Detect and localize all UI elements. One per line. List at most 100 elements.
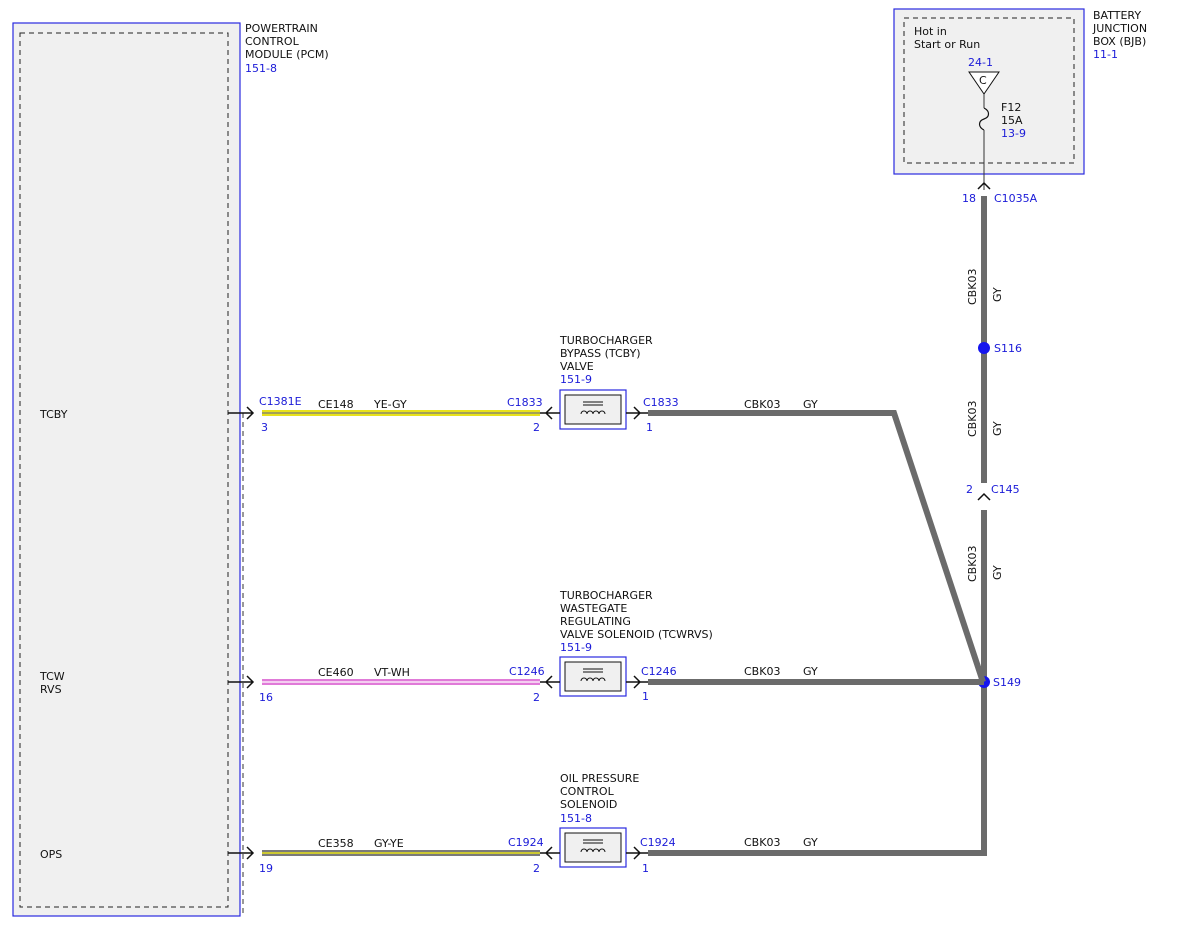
signal-ops-color: GY-YE	[374, 837, 404, 850]
bjb-ref: 11-1	[1093, 48, 1118, 61]
fuse-ref: 13-9	[1001, 127, 1026, 140]
signal-wires: C1381E 3 16 19 CE148 YE-GY CE460 VT-WH C…	[228, 395, 540, 875]
feed-seg1-circuit: CBK03	[966, 269, 979, 305]
pcm-title-2: CONTROL	[245, 35, 300, 48]
pcm-pin-label-ops: OPS	[40, 848, 62, 861]
tcwrvs-box-outer	[559, 656, 627, 697]
solenoid-coil-icon	[580, 668, 606, 682]
ops-out-chevron-icon	[626, 846, 648, 860]
pcm-chevron-ops-icon	[228, 846, 255, 860]
tcby-box-outer	[559, 389, 627, 430]
bjb-out-connector: C1035A	[994, 192, 1038, 205]
feed-seg3-color: GY	[991, 565, 1004, 580]
return-tcwrvs-circuit: CBK03	[744, 665, 780, 678]
ops-title-2: CONTROL	[560, 785, 615, 798]
splice-s116-label: S116	[994, 342, 1022, 355]
tcby-pin-in: 2	[533, 421, 540, 434]
tcwrvs-out-chevron-icon	[626, 675, 648, 689]
bjb-inner-dashed	[903, 17, 1075, 164]
return-wire-tcby	[648, 410, 986, 683]
signal-tcwrvs-color: VT-WH	[374, 666, 410, 679]
return-tcby-circuit: CBK03	[744, 398, 780, 411]
pcm-chevron-tcby-icon	[228, 406, 255, 420]
ops-connector-out: C1924	[640, 836, 676, 849]
component-tcby-valve: TURBOCHARGER BYPASS (TCBY) VALVE 151-9 C…	[507, 334, 679, 434]
return-tcby-color: GY	[803, 398, 818, 411]
ops-title-1: OIL PRESSURE	[560, 772, 639, 785]
pcm-pin-label-rvs: RVS	[40, 683, 62, 696]
pcm-pin-tcwrvs: 16	[259, 691, 273, 704]
signal-ops-circuit: CE358	[318, 837, 354, 850]
inline-connector: C145	[991, 483, 1020, 496]
fuse-icon	[978, 107, 990, 131]
inline-pin: 2	[966, 483, 973, 496]
tcwrvs-connector-in: C1246	[509, 665, 545, 678]
ops-pin-in: 2	[533, 862, 540, 875]
inline-connector-chevron-icon	[977, 492, 991, 501]
tcby-box-inner	[564, 394, 622, 425]
tcby-pin-out: 1	[646, 421, 653, 434]
splice-s116-icon	[978, 342, 990, 354]
bjb-title-3: BOX (BJB)	[1093, 35, 1146, 48]
ground-returns: CBK03 GY CBK03 GY CBK03 GY	[648, 398, 987, 856]
tcwrvs-title-1: TURBOCHARGER	[559, 589, 653, 602]
pcm-connector-label: C1381E	[259, 395, 302, 408]
pcm-pin-label-tcby: TCBY	[39, 408, 68, 421]
vertical-feed: 2 C145 CBK03 GY CBK03 GY CBK03 GY S116 S…	[966, 196, 1022, 856]
tcwrvs-title-3: REGULATING	[560, 615, 631, 628]
signal-tcby-circuit: CE148	[318, 398, 354, 411]
tcwrvs-connector-out: C1246	[641, 665, 677, 678]
ops-title-3: SOLENOID	[560, 798, 617, 811]
pcm-ref: 151-8	[245, 62, 277, 75]
ops-in-chevron-icon	[540, 846, 560, 860]
tcwrvs-in-chevron-icon	[540, 675, 560, 689]
pcm-pin-tcby: 3	[261, 421, 268, 434]
tcby-in-chevron-icon	[540, 406, 560, 420]
ops-box-inner	[564, 832, 622, 863]
bjb-hot-line-1: Hot in	[914, 25, 947, 38]
bjb-title-2: JUNCTION	[1092, 22, 1147, 35]
feed-seg2-color: GY	[991, 421, 1004, 436]
pcm-pin-label-tcw: TCW	[39, 670, 65, 683]
bus-triangle-icon	[968, 71, 1000, 95]
return-wire-ops	[648, 850, 987, 856]
feed-seg1-color: GY	[991, 287, 1004, 302]
pcm-chevron-tcwrvs-icon	[228, 675, 255, 689]
ops-ref: 151-8	[560, 812, 592, 825]
tcby-title-2: BYPASS (TCBY)	[560, 347, 641, 360]
solenoid-coil-icon	[580, 839, 606, 853]
solenoid-coil-icon	[580, 401, 606, 415]
tcby-title-3: VALVE	[560, 360, 594, 373]
return-ops-circuit: CBK03	[744, 836, 780, 849]
tcwrvs-title-2: WASTEGATE	[560, 602, 627, 615]
feed-seg2-circuit: CBK03	[966, 401, 979, 437]
fuse-rating: 15A	[1001, 114, 1023, 127]
bjb-hot-line-2: Start or Run	[914, 38, 980, 51]
splice-s149-label: S149	[993, 676, 1021, 689]
connector-chevron-icon	[977, 181, 991, 190]
tcby-connector-out: C1833	[643, 396, 679, 409]
battery-junction-box: BATTERY JUNCTION BOX (BJB) 11-1 Hot in S…	[893, 8, 1147, 205]
component-ops-solenoid: OIL PRESSURE CONTROL SOLENOID 151-8 C192…	[508, 772, 676, 875]
tcby-ref: 151-9	[560, 373, 592, 386]
pcm-title-3: MODULE (PCM)	[245, 48, 329, 61]
ops-box-outer	[559, 827, 627, 868]
feed-seg3-circuit: CBK03	[966, 546, 979, 582]
bjb-bus-ref: 24-1	[968, 56, 993, 69]
component-tcwrvs: TURBOCHARGER WASTEGATE REGULATING VALVE …	[509, 589, 713, 704]
bjb-out-pin: 18	[962, 192, 976, 205]
tcby-connector-in: C1833	[507, 396, 543, 409]
return-ops-color: GY	[803, 836, 818, 849]
tcwrvs-title-4: VALVE SOLENOID (TCWRVS)	[560, 628, 713, 641]
tcwrvs-pin-out: 1	[642, 690, 649, 703]
ops-connector-in: C1924	[508, 836, 544, 849]
signal-tcby-color: YE-GY	[373, 398, 407, 411]
ops-pin-out: 1	[642, 862, 649, 875]
pcm-pin-ops: 19	[259, 862, 273, 875]
tcwrvs-ref: 151-9	[560, 641, 592, 654]
pcm-inner-dashed	[19, 32, 229, 908]
pcm-title-1: POWERTRAIN	[245, 22, 318, 35]
signal-tcwrvs-circuit: CE460	[318, 666, 354, 679]
tcwrvs-pin-in: 2	[533, 691, 540, 704]
